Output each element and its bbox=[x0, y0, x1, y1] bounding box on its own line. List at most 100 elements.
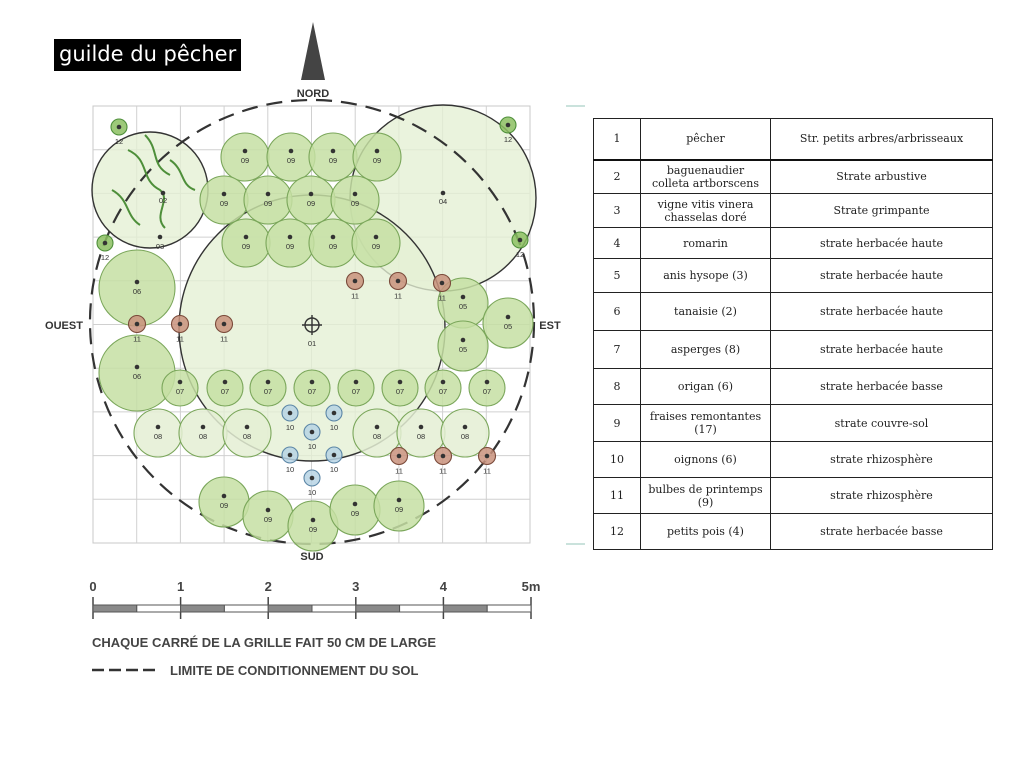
plant-08-center bbox=[374, 424, 380, 430]
page-title: guilde du pêcher bbox=[54, 39, 242, 71]
plant-09-label: 09 bbox=[351, 509, 359, 518]
plant-10-label: 10 bbox=[308, 442, 316, 451]
legend-plant-cell: origan (6) bbox=[640, 368, 771, 405]
plant-11-center bbox=[440, 453, 446, 459]
plant-08-label: 08 bbox=[417, 432, 425, 441]
legend-plant-cell: anis hysope (3) bbox=[640, 258, 771, 293]
legend-num-cell: 7 bbox=[593, 330, 641, 369]
plant-12-label: 12 bbox=[504, 135, 512, 144]
plant-07-circle bbox=[206, 369, 244, 407]
scale-segment bbox=[311, 604, 357, 613]
plant-11-center bbox=[352, 278, 358, 284]
plant-10-center bbox=[287, 452, 293, 458]
plant-07-circle bbox=[424, 369, 462, 407]
plant-05-label: 05 bbox=[504, 322, 512, 331]
legend-num-cell: 5 bbox=[593, 258, 641, 293]
compass-south: SUD bbox=[300, 551, 323, 563]
plant-05-circle bbox=[482, 297, 534, 349]
plant-11-center bbox=[396, 453, 402, 459]
plant-10-center bbox=[331, 452, 337, 458]
plant-07-center bbox=[484, 379, 490, 385]
plant-08-label: 08 bbox=[461, 432, 469, 441]
plant-09-center bbox=[265, 507, 271, 513]
plant-09-label: 09 bbox=[373, 156, 381, 165]
plant-09-circle bbox=[352, 132, 402, 182]
plant-07-center bbox=[177, 379, 183, 385]
legend-num-cell: 10 bbox=[593, 441, 641, 478]
plant-09-label: 09 bbox=[264, 199, 272, 208]
plant-08-center bbox=[462, 424, 468, 430]
plant-07-center bbox=[353, 379, 359, 385]
plant-12-center bbox=[505, 122, 511, 128]
plant-11-label: 11 bbox=[438, 294, 446, 303]
legend-layer-cell: strate herbacée haute bbox=[770, 227, 993, 259]
legend-plant-cell: romarin bbox=[640, 227, 771, 259]
plant-09-center bbox=[310, 517, 316, 523]
plant-09-label: 09 bbox=[286, 242, 294, 251]
compass-west: OUEST bbox=[45, 320, 83, 332]
vine-stem bbox=[169, 159, 196, 191]
plant-07-center bbox=[440, 379, 446, 385]
legend-layer-cell: strate herbacée haute bbox=[770, 330, 993, 369]
legend-num-cell: 8 bbox=[593, 368, 641, 405]
legend-layer-cell: strate herbacée basse bbox=[770, 513, 993, 550]
north-arrow-icon bbox=[301, 22, 325, 80]
plant-11-label: 11 bbox=[483, 467, 491, 476]
plant-09-label: 09 bbox=[241, 156, 249, 165]
plant-09-circle bbox=[330, 175, 380, 225]
legend-plant-cell: fraises remontantes (17) bbox=[640, 404, 771, 442]
plant-09-label: 09 bbox=[329, 242, 337, 251]
plant-07-center bbox=[222, 379, 228, 385]
vine-stem bbox=[144, 134, 171, 176]
legend-num-cell: 2 bbox=[593, 158, 641, 194]
soil-limit-circle bbox=[88, 98, 536, 546]
plant-12-center bbox=[102, 240, 108, 246]
scale-segment bbox=[399, 604, 444, 613]
legend-layer-cell: strate herbacée haute bbox=[770, 292, 993, 331]
plant-12-center bbox=[116, 124, 122, 130]
plant-09-center bbox=[265, 191, 271, 197]
plant-07-label: 07 bbox=[483, 387, 491, 396]
plant-09-label: 09 bbox=[307, 199, 315, 208]
plant-10-center bbox=[331, 410, 337, 416]
legend-num-cell: 1 bbox=[593, 118, 641, 160]
plant-10-label: 10 bbox=[330, 423, 338, 432]
scale-label: 4 bbox=[440, 579, 448, 594]
plant-10-label: 10 bbox=[330, 465, 338, 474]
plant-09-center bbox=[242, 148, 248, 154]
plant-05-label: 05 bbox=[459, 345, 467, 354]
plant-08-label: 08 bbox=[154, 432, 162, 441]
plant-07-label: 07 bbox=[308, 387, 316, 396]
plant-01-label: 01 bbox=[308, 339, 316, 348]
plant-09-center bbox=[352, 501, 358, 507]
plant-09-center bbox=[330, 148, 336, 154]
legend-plant-cell: tanaisie (2) bbox=[640, 292, 771, 331]
plant-06-label: 06 bbox=[133, 372, 141, 381]
plant-05-center bbox=[460, 294, 466, 300]
plant-05-center bbox=[505, 314, 511, 320]
plant-09-circle bbox=[351, 218, 401, 268]
scale-segment bbox=[136, 604, 182, 613]
plant-09-label: 09 bbox=[351, 199, 359, 208]
plant-11-label: 11 bbox=[133, 335, 141, 344]
plant-09-center bbox=[374, 148, 380, 154]
legend-layer-cell: strate rhizosphère bbox=[770, 477, 993, 514]
plant-09-label: 09 bbox=[372, 242, 380, 251]
plant-11-label: 11 bbox=[351, 292, 359, 301]
scale-segment bbox=[180, 604, 225, 613]
plant-11-center bbox=[395, 278, 401, 284]
legend-layer-cell: strate rhizosphère bbox=[770, 441, 993, 478]
plant-09-label: 09 bbox=[264, 515, 272, 524]
plant-10-center bbox=[309, 429, 315, 435]
legend-layer-cell: Strate arbustive bbox=[770, 158, 993, 194]
plant-09-label: 09 bbox=[242, 242, 250, 251]
plant-08-center bbox=[244, 424, 250, 430]
plant-09-label: 09 bbox=[220, 199, 228, 208]
